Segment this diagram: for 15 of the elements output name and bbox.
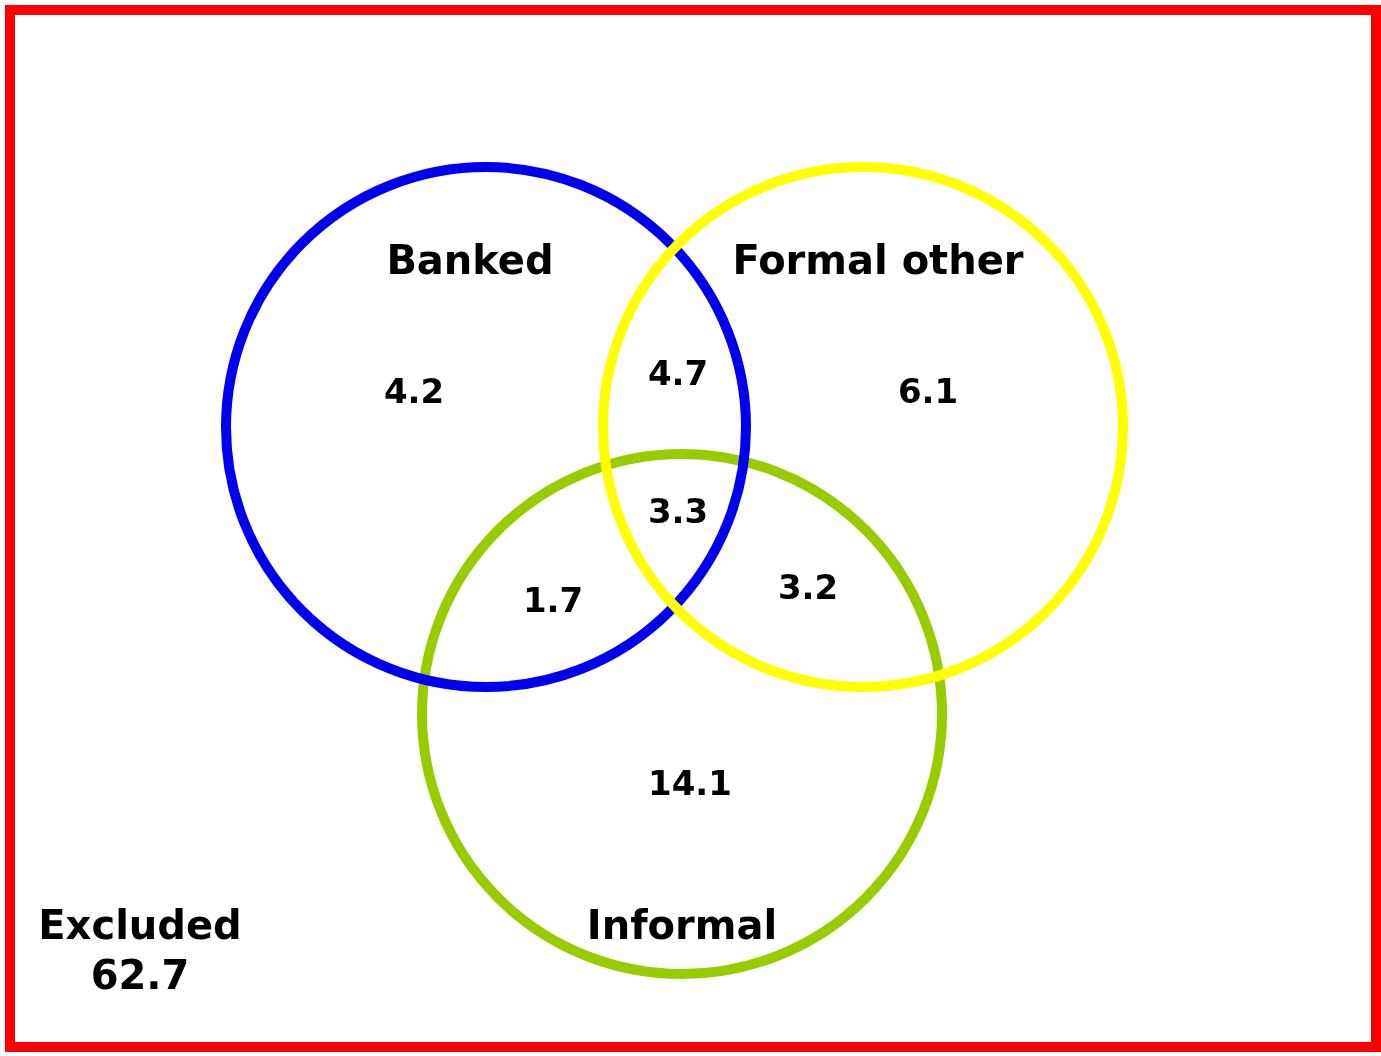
set-label: Informal [586, 902, 778, 948]
set-label: Formal other [732, 237, 1024, 283]
value-label: 3.3 [647, 491, 709, 531]
value-label: 62.7 [90, 952, 190, 998]
value-label: 6.1 [897, 371, 959, 411]
value-label: 4.7 [647, 353, 709, 393]
value-label: 1.7 [522, 580, 584, 620]
frame [5, 5, 1381, 1052]
set-label: Excluded [38, 902, 242, 948]
value-label: 3.2 [777, 567, 839, 607]
value-label: 14.1 [648, 763, 732, 803]
set-label: Banked [386, 237, 554, 283]
set-circle [598, 162, 1128, 692]
value-label: 4.2 [383, 371, 445, 411]
set-circle [417, 449, 947, 979]
